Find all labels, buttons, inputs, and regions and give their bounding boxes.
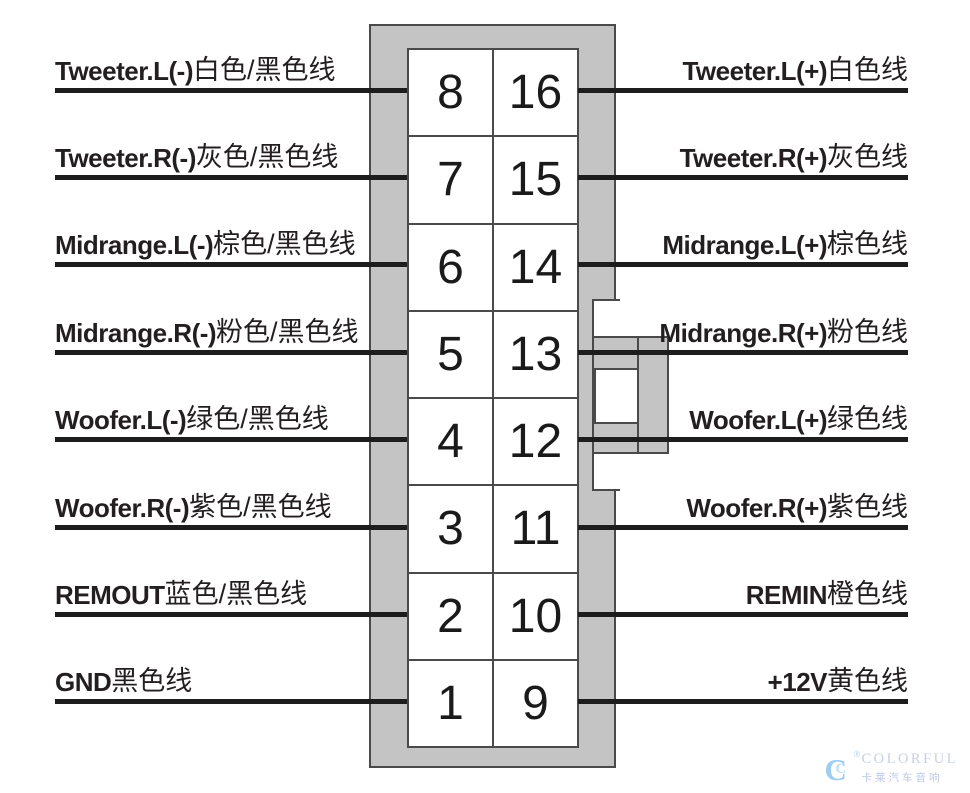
pin-cell-5: 5 (409, 311, 492, 397)
label-signal: Woofer.L(-) (55, 405, 187, 435)
wire-left-pin8 (55, 88, 407, 93)
label-midrange-r-minus: Midrange.R(-)粉色/黑色线 (55, 310, 359, 348)
label-signal: Tweeter.R(+) (679, 143, 828, 173)
label-signal: Midrange.R(-) (55, 318, 217, 348)
label-wire-color: 黄色线 (827, 666, 908, 696)
wire-left-pin7 (55, 175, 407, 180)
wire-left-pin2 (55, 612, 407, 617)
label-wire-color: 白色线 (827, 55, 908, 85)
label-wire-color: 棕色线 (827, 229, 908, 259)
label-wire-color: 粉色线 (827, 317, 908, 347)
label-signal: Woofer.L(+) (689, 405, 827, 435)
label-woofer-r-plus: Woofer.R(+)紫色线 (686, 485, 908, 523)
connector-latch-window (594, 368, 639, 424)
pin-cell-7: 7 (409, 137, 492, 223)
label-signal: REMOUT (55, 580, 165, 610)
label-wire-color: 绿色线 (827, 404, 908, 434)
label-signal: GND (55, 667, 112, 697)
label-signal: Tweeter.R(-) (55, 143, 196, 173)
label-midrange-l-plus: Midrange.L(+)棕色线 (662, 222, 908, 260)
wire-right-pin16 (578, 88, 908, 93)
colorful-logo-icon: C C ® (824, 749, 860, 787)
wire-left-pin5 (55, 350, 407, 355)
label-wire-color: 粉色/黑色线 (216, 317, 359, 347)
label-tweeter-r-plus: Tweeter.R(+)灰色线 (679, 135, 908, 173)
wire-right-pin12 (578, 437, 908, 442)
label-signal: Woofer.R(+) (686, 493, 827, 523)
label-signal: Tweeter.L(+) (682, 56, 827, 86)
label-woofer-l-minus: Woofer.L(-)绿色/黑色线 (55, 397, 329, 435)
label-wire-color: 橙色线 (827, 579, 908, 609)
label-tweeter-l-minus: Tweeter.L(-)白色/黑色线 (55, 48, 336, 86)
logo-letter: C (824, 752, 847, 787)
pin-cell-11: 11 (494, 486, 577, 572)
wire-left-pin3 (55, 525, 407, 530)
watermark-text: COLORFUL 卡莱汽车音响 (861, 751, 958, 785)
label-wire-color: 蓝色/黑色线 (164, 579, 308, 609)
label-wire-color: 紫色线 (827, 492, 908, 522)
label-wire-color: 绿色/黑色线 (186, 404, 329, 434)
pin-cell-4: 4 (409, 399, 492, 485)
pin-cell-15: 15 (494, 137, 577, 223)
wire-right-pin14 (578, 262, 908, 267)
label-signal: REMIN (745, 580, 828, 610)
pin-cell-14: 14 (494, 224, 577, 310)
pin-cell-2: 2 (409, 573, 492, 659)
wire-left-pin1 (55, 699, 407, 704)
logo-letter-inner: C (835, 761, 847, 777)
label-wire-color: 紫色/黑色线 (189, 492, 332, 522)
pin-cell-10: 10 (494, 573, 577, 659)
registered-icon: ® (853, 749, 861, 759)
pin-cell-16: 16 (494, 50, 577, 136)
label-midrange-r-plus: Midrange.R(+)粉色线 (659, 310, 908, 348)
pin-cell-6: 6 (409, 224, 492, 310)
label-woofer-l-plus: Woofer.L(+)绿色线 (689, 397, 908, 435)
label-woofer-r-minus: Woofer.R(-)紫色/黑色线 (55, 485, 332, 523)
label-wire-color: 灰色线 (827, 142, 908, 172)
label-midrange-l-minus: Midrange.L(-)棕色/黑色线 (55, 222, 356, 260)
pin-cell-8: 8 (409, 50, 492, 136)
label-signal: Woofer.R(-) (55, 493, 190, 523)
brand-watermark: C C ® COLORFUL 卡莱汽车音响 (824, 749, 958, 787)
label-tweeter-r-minus: Tweeter.R(-)灰色/黑色线 (55, 135, 339, 173)
pin-cell-12: 12 (494, 399, 577, 485)
wire-left-pin6 (55, 262, 407, 267)
wire-right-pin11 (578, 525, 908, 530)
label-signal: Midrange.L(+) (662, 230, 827, 260)
label-signal: Midrange.L(-) (55, 230, 214, 260)
label-tweeter-l-plus: Tweeter.L(+)白色线 (682, 48, 908, 86)
brand-name-zh: 卡莱汽车音响 (861, 773, 943, 784)
pin-table: 8 16 7 15 6 14 5 13 4 12 3 11 2 10 1 9 (407, 48, 579, 748)
pin-cell-1: 1 (409, 660, 492, 746)
pin-cell-3: 3 (409, 486, 492, 572)
label-wire-color: 白色/黑色线 (192, 55, 336, 85)
pin-cell-9: 9 (494, 660, 577, 746)
label-signal: Midrange.R(+) (659, 318, 827, 348)
connector-latch-divider (637, 336, 639, 454)
label-signal: +12V (767, 667, 828, 697)
brand-name: COLORFUL (861, 751, 958, 767)
label-wire-color: 棕色/黑色线 (213, 229, 356, 259)
label-wire-color: 灰色/黑色线 (195, 142, 339, 172)
wire-right-pin9 (578, 699, 908, 704)
wire-right-pin10 (578, 612, 908, 617)
wire-right-pin15 (578, 175, 908, 180)
wire-left-pin4 (55, 437, 407, 442)
label-signal: Tweeter.L(-) (55, 56, 193, 86)
label-wire-color: 黑色线 (111, 666, 193, 696)
pin-cell-13: 13 (494, 311, 577, 397)
wire-right-pin13 (578, 350, 908, 355)
